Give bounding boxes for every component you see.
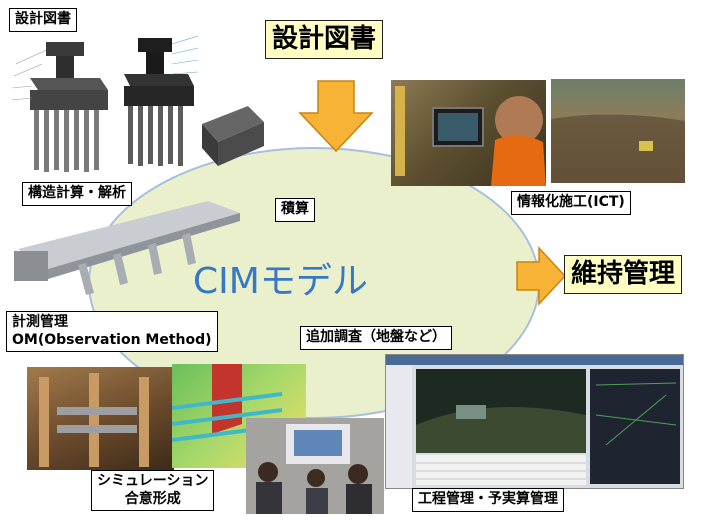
down-arrow-icon [298, 80, 374, 153]
measurement-method: OM(Observation Method) [12, 331, 212, 348]
measurement-site-photo [27, 367, 174, 470]
simulation-text: シミュレーション [97, 473, 209, 489]
consensus-text: 合意形成 [124, 490, 181, 507]
cim-model-title: CIMモデル [193, 261, 368, 302]
design-drawings-highlight: 設計図書 [265, 20, 384, 60]
measurement-management-label: 計測管理 OM(Observation Method) [6, 311, 218, 352]
ict-machine-photo [391, 80, 546, 186]
meeting-photo [246, 418, 384, 514]
drawing-detail-block [202, 106, 264, 166]
measurement-title: 計測管理 [12, 314, 68, 330]
additional-survey-label: 追加調査（地盤など） [300, 326, 452, 350]
design-drawings-label: 設計図書 [9, 8, 77, 32]
structural-calc-label: 構造計算・解析 [22, 182, 132, 206]
simulation-consensus-label: シミュレーション 合意形成 [91, 470, 215, 511]
ict-site-photo [551, 79, 685, 183]
design-drawing-figure [11, 35, 198, 172]
bridge-model-image [14, 201, 240, 295]
schedule-software-screenshot [385, 354, 684, 489]
estimation-label: 積算 [275, 198, 315, 222]
schedule-budget-label: 工程管理・予実算管理 [412, 488, 564, 512]
ict-construction-label: 情報化施工(ICT) [511, 191, 631, 215]
right-arrow-icon [516, 246, 567, 306]
maintenance-highlight: 維持管理 [564, 255, 683, 295]
